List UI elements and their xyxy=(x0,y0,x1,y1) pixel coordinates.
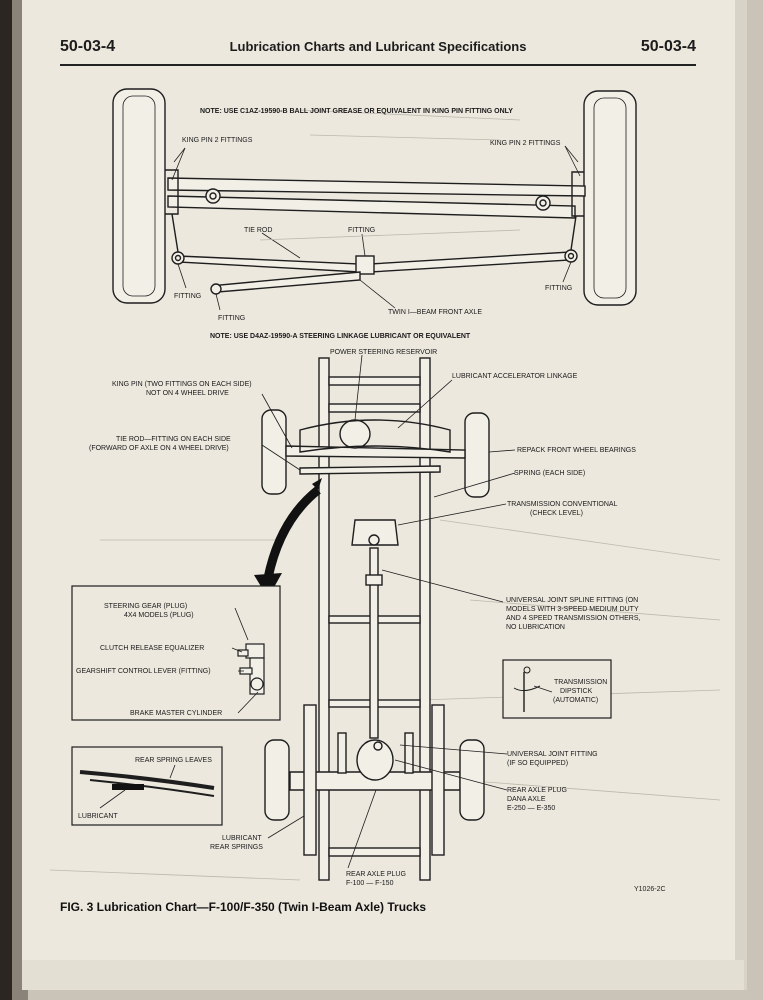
chassis-rear-right-wheel xyxy=(459,739,485,821)
front-note-top: NOTE: USE C1AZ-19590-B BALL JOINT GREASE… xyxy=(200,108,513,115)
label-ujoint-fitting-1: UNIVERSAL JOINT FITTING xyxy=(507,751,598,758)
label-lubricant-rear-springs-2: REAR SPRINGS xyxy=(210,844,263,851)
label-fitting-center: FITTING xyxy=(348,227,375,234)
i-beam-upper xyxy=(167,177,586,197)
frame-rail-left xyxy=(318,357,330,881)
label-dipstick-1: TRANSMISSION xyxy=(554,679,607,686)
page-header: 50-03-4 Lubrication Charts and Lubricant… xyxy=(60,38,696,66)
label-steering-gear-1: STEERING GEAR (PLUG) xyxy=(104,603,187,610)
label-clutch-release-equalizer: CLUTCH RELEASE EQUALIZER xyxy=(100,645,204,652)
label-rear-axle-dana-2: DANA AXLE xyxy=(507,796,546,803)
label-fitting-right: FITTING xyxy=(545,285,572,292)
chassis-leader-lines xyxy=(261,354,516,869)
label-transmission-conventional-2: (CHECK LEVEL) xyxy=(530,510,583,517)
label-dipstick-2: DIPSTICK xyxy=(560,688,593,695)
label-lubricant-accelerator-linkage: LUBRICANT ACCELERATOR LINKAGE xyxy=(452,373,578,380)
label-fitting-lower: FITTING xyxy=(218,315,245,322)
front-right-tire xyxy=(583,90,637,306)
label-ujoint-spline-4: NO LUBRICATION xyxy=(506,624,565,631)
label-king-pin-right: KING PIN 2 FITTINGS xyxy=(490,140,561,147)
label-ujoint-fitting-2: (IF SO EQUIPPED) xyxy=(507,760,568,767)
inset-springs-box xyxy=(71,746,223,826)
label-brake-master-cylinder: BRAKE MASTER CYLINDER xyxy=(130,710,222,717)
inset-dipstick-box xyxy=(502,659,612,719)
front-left-tire xyxy=(112,88,166,304)
label-rear-axle-dana-3: E-250 — E-350 xyxy=(507,805,555,812)
drive-shaft xyxy=(369,547,379,739)
figure-code: Y1026-2C xyxy=(634,886,666,893)
label-king-pin-line1: KING PIN (TWO FITTINGS ON EACH SIDE) xyxy=(112,381,252,388)
chassis-diagram xyxy=(261,357,490,881)
label-tie-rod-line2: (FORWARD OF AXLE ON 4 WHEEL DRIVE) xyxy=(89,445,229,452)
label-lubricant: LUBRICANT xyxy=(78,813,118,820)
chassis-rear-left-wheel xyxy=(264,739,290,821)
label-king-pin-left: KING PIN 2 FITTINGS xyxy=(182,137,253,144)
page-number-right: 50-03-4 xyxy=(640,38,696,55)
front-note-bottom: NOTE: USE D4AZ-19590-A STEERING LINKAGE … xyxy=(210,333,471,340)
label-rear-spring-leaves: REAR SPRING LEAVES xyxy=(135,757,212,764)
label-power-steering-reservoir: POWER STEERING RESERVOIR xyxy=(330,349,437,356)
label-repack-front-wheel-bearings: REPACK FRONT WHEEL BEARINGS xyxy=(517,447,636,454)
label-twin-i-beam-axle: TWIN I—BEAM FRONT AXLE xyxy=(388,309,482,316)
label-rear-axle-dana-1: REAR AXLE PLUG xyxy=(507,787,567,794)
label-ujoint-spline-2: MODELS WITH 3-SPEED MEDIUM DUTY xyxy=(506,606,639,613)
label-fitting-left: FITTING xyxy=(174,293,201,300)
chassis-front-left-wheel xyxy=(261,409,287,495)
figure-caption: FIG. 3 Lubrication Chart—F-100/F-350 (Tw… xyxy=(60,900,427,914)
label-tie-rod: TIE ROD xyxy=(244,227,272,234)
label-ujoint-spline-3: AND 4 SPEED TRANSMISSION OTHERS, xyxy=(506,615,641,622)
page-title: Lubrication Charts and Lubricant Specifi… xyxy=(229,39,527,54)
frame-rail-right xyxy=(419,357,431,881)
label-ujoint-spline-1: UNIVERSAL JOINT SPLINE FITTING (ON xyxy=(506,597,638,604)
label-rear-axle-ford-2: F-100 — F-150 xyxy=(346,880,394,887)
label-king-pin-line2: NOT ON 4 WHEEL DRIVE xyxy=(146,390,229,397)
front-axle-diagram xyxy=(112,88,637,311)
label-steering-gear-2: 4X4 MODELS (PLUG) xyxy=(124,612,194,619)
inset-steering-box xyxy=(71,585,281,721)
page-number-left: 50-03-4 xyxy=(60,38,116,55)
label-lubricant-rear-springs-1: LUBRICANT xyxy=(222,835,262,842)
inset-pointer-arrow xyxy=(263,486,321,579)
label-spring-each-side: SPRING (EACH SIDE) xyxy=(514,470,585,477)
label-gearshift-control-lever: GEARSHIFT CONTROL LEVER (FITTING) xyxy=(76,668,211,675)
label-transmission-conventional-1: TRANSMISSION CONVENTIONAL xyxy=(507,501,618,508)
label-dipstick-3: (AUTOMATIC) xyxy=(553,697,598,704)
label-tie-rod-line1: TIE ROD—FITTING ON EACH SIDE xyxy=(116,436,231,443)
label-rear-axle-ford-1: REAR AXLE PLUG xyxy=(346,871,406,878)
